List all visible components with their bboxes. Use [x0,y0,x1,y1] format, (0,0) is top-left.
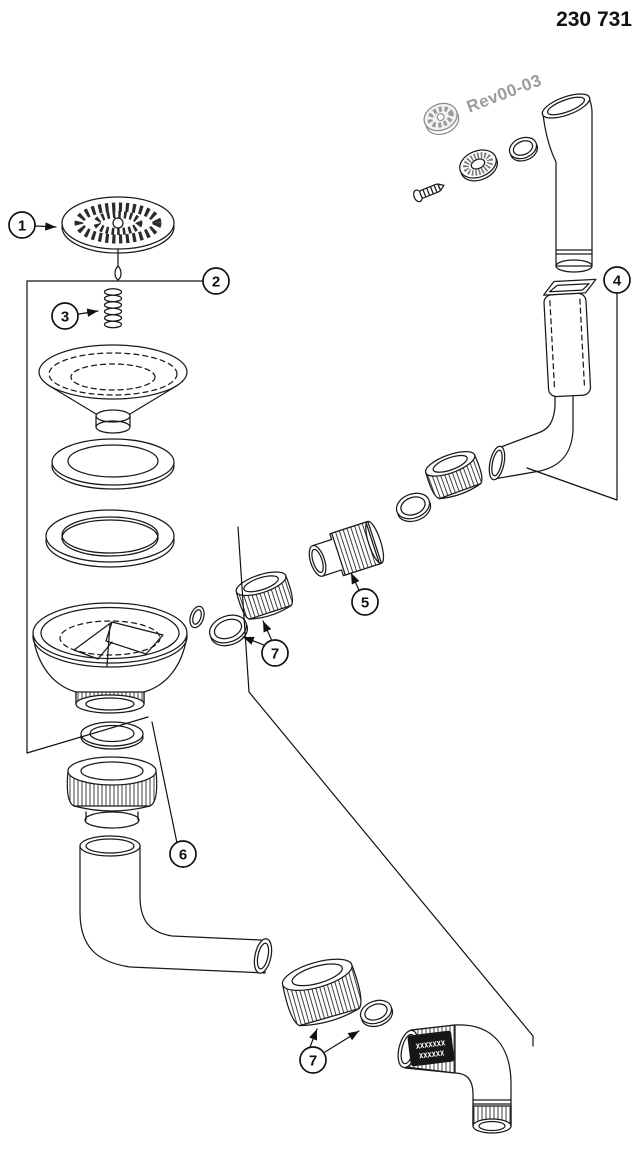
callout-3: 3 [51,302,79,330]
part-small-gasket [80,721,144,750]
callout-1: 1 [8,211,36,239]
part-outlet-elbow: XXXXXXX XXXXXX [397,1024,512,1134]
callout-6: 6 [169,840,197,868]
elbow-marking-line1: XXXXXXX [415,1039,446,1051]
part-outlet-ring [359,999,394,1028]
part-basket-body [32,602,205,714]
elbow-marking-line2: XXXXXX [419,1049,446,1060]
part-flat-washer [51,438,175,490]
callout-4: 4 [603,266,631,294]
callout-2: 2 [202,267,230,295]
elbow-marking-label: XXXXXXX XXXXXX [407,1030,455,1067]
part-overflow-washer [459,149,499,182]
part-strainer-basket-cap [61,196,175,281]
callout-7b-number: 7 [309,1053,317,1070]
part-spring [103,288,123,329]
callout-5-number: 5 [361,595,369,612]
part-strainer-funnel [38,344,188,434]
part-overflow-duct [542,278,597,398]
part-compression-nut-right [424,450,483,500]
part-compression-ring-mid [208,614,249,647]
part-overflow-elbow-pipe [488,393,574,481]
part-overflow-gasket [508,136,539,162]
part-threaded-adapter [308,520,385,577]
callout-6-number: 6 [179,847,187,864]
part-compression-ring-right [395,492,432,523]
leader-lines [26,222,618,1053]
part-overflow-screw [412,183,445,203]
callout-2-number: 2 [212,274,220,291]
callout-7a: 7 [261,639,289,667]
part-lock-nut [66,756,158,829]
part-drain-elbow-pipe [79,835,273,974]
callout-7b: 7 [299,1046,327,1074]
callout-3-number: 3 [61,309,69,326]
part-outlet-nut [281,958,362,1027]
part-rubber-gasket [45,509,175,568]
callout-1-number: 1 [18,218,26,235]
revision-watermark: Rev00-03 [464,71,544,117]
callout-4-number: 4 [613,273,622,290]
callout-7a-number: 7 [271,646,279,663]
callout-5: 5 [351,588,379,616]
part-compression-nut-mid [235,571,294,620]
part-overflow-standpipe [541,93,593,273]
part-number: 230 731 [556,8,632,31]
part-overflow-rosette [423,102,460,136]
